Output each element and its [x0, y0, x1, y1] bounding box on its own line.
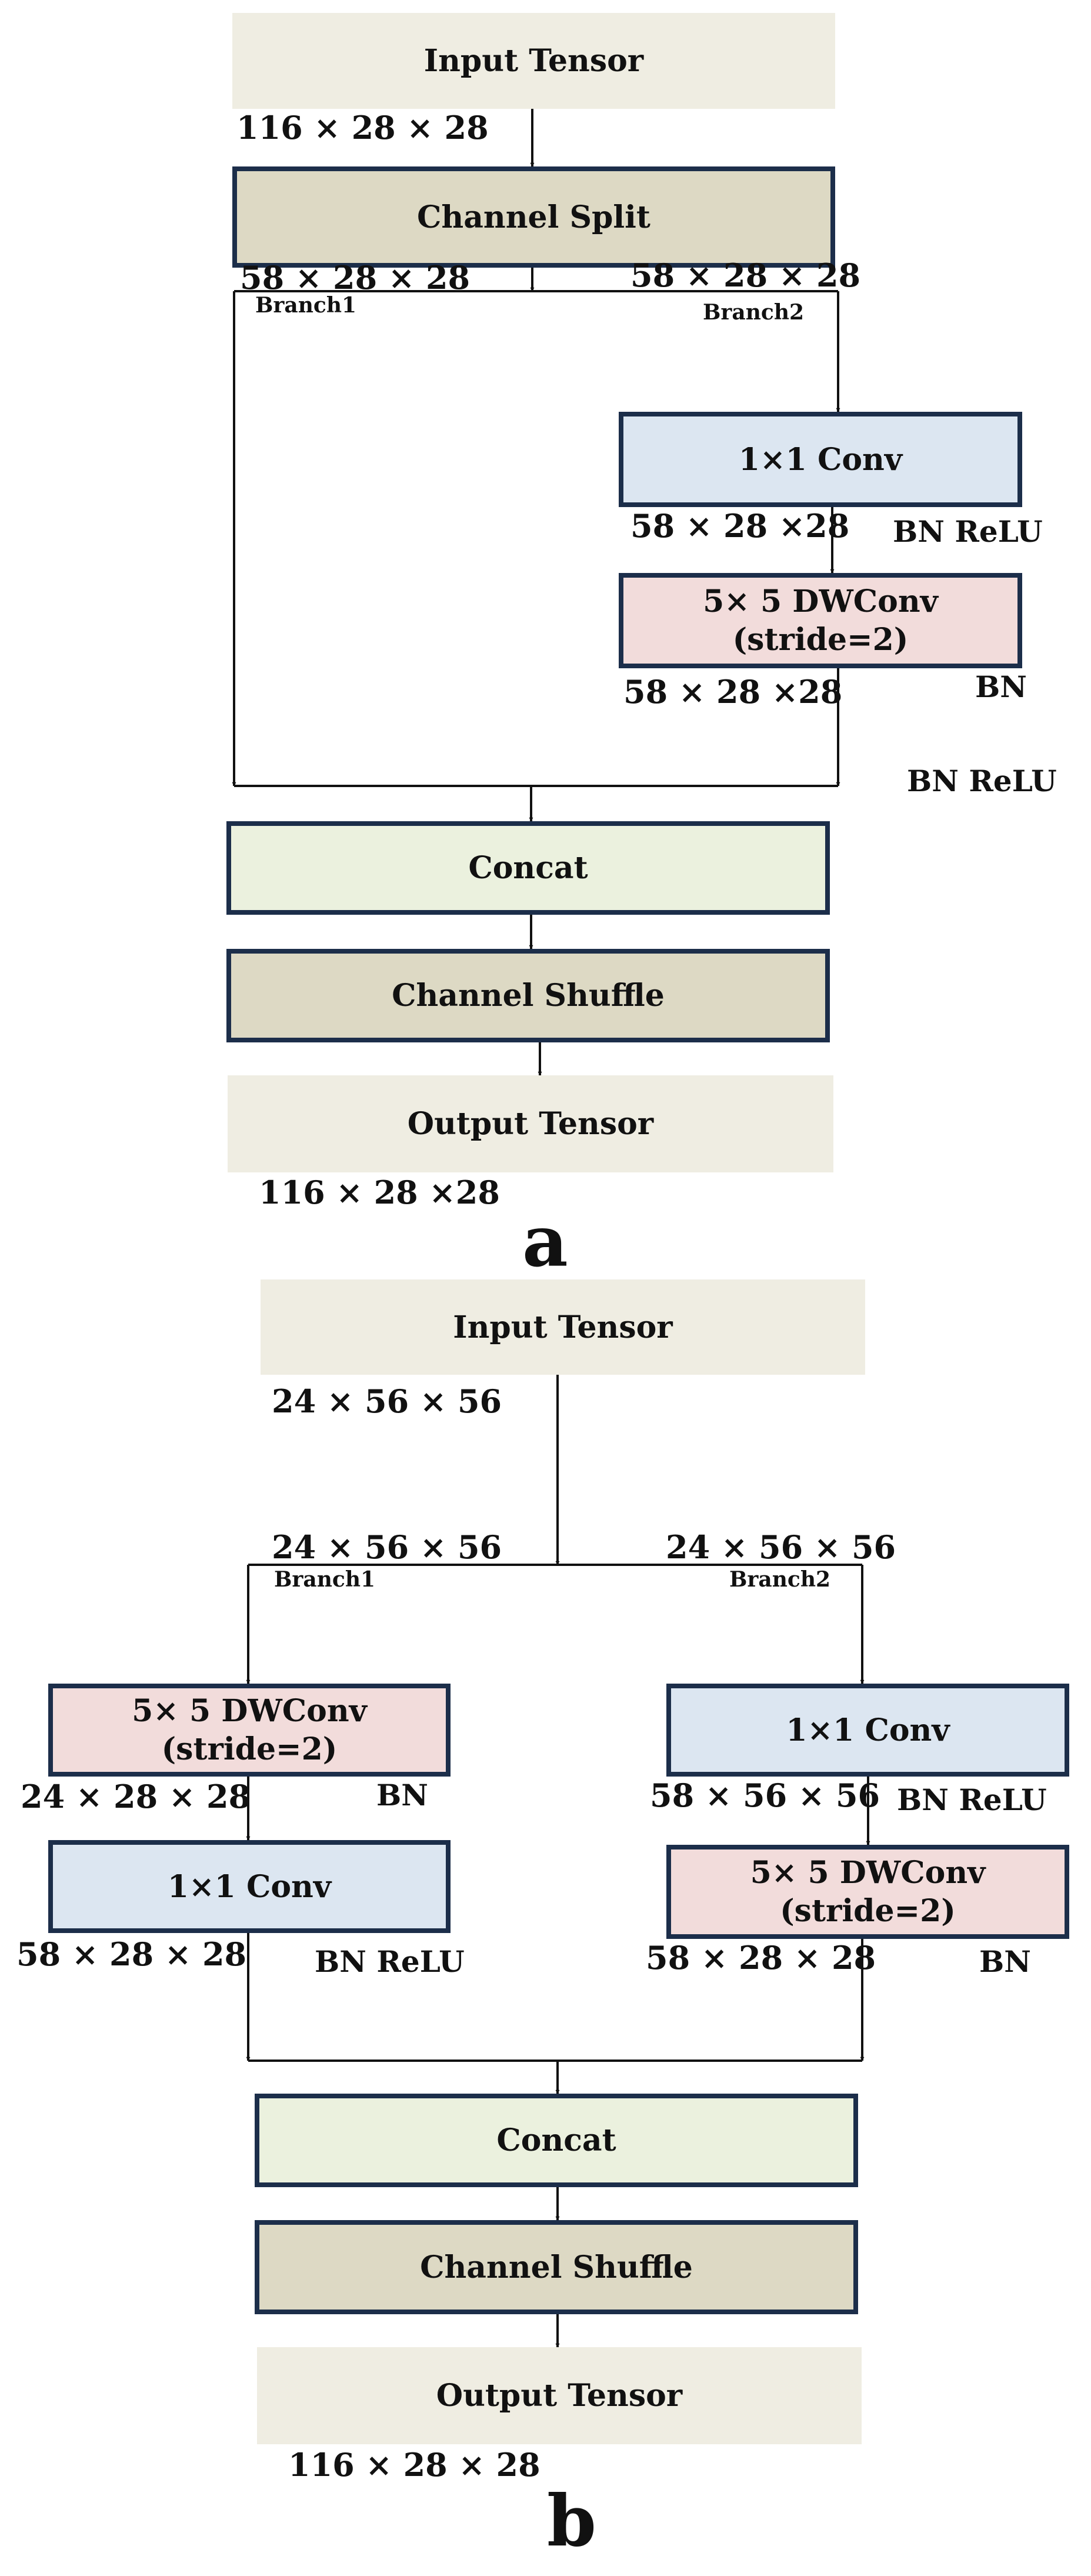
- b-input-tensor-label: Input Tensor: [453, 1309, 673, 1345]
- a-concat-box: Concat: [226, 821, 830, 915]
- b-right-conv1x1-label: 1×1 Conv: [786, 1712, 950, 1748]
- b-branch1-label: Branch1: [274, 1567, 376, 1592]
- a-bn: BN: [975, 669, 1027, 704]
- b-right-conv1x1-box: 1×1 Conv: [666, 1684, 1069, 1777]
- a-branch1-label: Branch1: [255, 293, 357, 318]
- b-left-dwconv-line2: (stride=2): [161, 1731, 338, 1767]
- a-dwconv-line2: (stride=2): [732, 622, 909, 658]
- a-input-tensor-label: Input Tensor: [423, 43, 644, 79]
- a-channel-shuffle-box: Channel Shuffle: [226, 949, 830, 1042]
- a-output-dim: 116 × 28 ×28: [259, 1174, 500, 1211]
- b-right-dwconv-box: 5× 5 DWConv (stride=2): [666, 1845, 1069, 1939]
- b-left-conv1x1-label: 1×1 Conv: [167, 1868, 332, 1905]
- a-concat-label: Concat: [468, 850, 588, 886]
- b-left-conv-out-dim: 58 × 28 × 28: [16, 1935, 247, 1973]
- a-caption: a: [522, 1200, 568, 1283]
- b-right-bn-relu: BN ReLU: [897, 1782, 1047, 1817]
- b-left-bn-relu: BN ReLU: [315, 1944, 465, 1979]
- b-left-dwconv-line1: 5× 5 DWConv: [132, 1693, 367, 1729]
- b-left-bn: BN: [376, 1778, 428, 1812]
- a-conv-out-dim: 58 × 28 ×28: [630, 507, 850, 545]
- a-branch2-dim: 58 × 28 × 28: [630, 256, 861, 294]
- b-input-dim: 24 × 56 × 56: [272, 1382, 502, 1420]
- a-input-dim: 116 × 28 × 28: [236, 109, 489, 146]
- b-channel-shuffle-box: Channel Shuffle: [255, 2220, 858, 2314]
- b-input-tensor-box: Input Tensor: [261, 1279, 865, 1375]
- b-right-dwconv-line1: 5× 5 DWConv: [750, 1855, 986, 1891]
- b-branch1-dim: 24 × 56 × 56: [272, 1528, 502, 1566]
- b-right-bn: BN: [979, 1944, 1031, 1979]
- b-concat-label: Concat: [496, 2122, 616, 2158]
- b-left-dw-out-dim: 24 × 28 × 28: [21, 1778, 251, 1815]
- b-branch2-dim: 24 × 56 × 56: [666, 1528, 896, 1566]
- a-channel-split-label: Channel Split: [417, 199, 650, 235]
- b-right-conv-out-dim: 58 × 56 × 56: [650, 1777, 880, 1814]
- a-conv1x1-label: 1×1 Conv: [738, 441, 903, 478]
- b-output-dim: 116 × 28 × 28: [288, 2446, 541, 2484]
- b-left-dwconv-box: 5× 5 DWConv (stride=2): [48, 1684, 451, 1777]
- a-branch2-label: Branch2: [703, 300, 805, 325]
- a-bn-relu-2: BN ReLU: [907, 764, 1057, 798]
- b-channel-shuffle-label: Channel Shuffle: [420, 2249, 693, 2285]
- a-conv1x1-box: 1×1 Conv: [619, 412, 1022, 507]
- b-left-conv1x1-box: 1×1 Conv: [48, 1840, 451, 1933]
- b-concat-box: Concat: [255, 2094, 858, 2187]
- a-dwconv-box: 5× 5 DWConv (stride=2): [619, 573, 1022, 668]
- a-channel-shuffle-label: Channel Shuffle: [392, 978, 665, 1014]
- a-output-tensor-box: Output Tensor: [228, 1075, 833, 1172]
- b-caption: b: [547, 2480, 596, 2562]
- a-bn-relu-1: BN ReLU: [893, 514, 1043, 549]
- b-output-tensor-box: Output Tensor: [257, 2347, 862, 2444]
- a-output-tensor-label: Output Tensor: [407, 1106, 654, 1142]
- a-dwconv-line1: 5× 5 DWConv: [703, 584, 938, 619]
- b-right-dwconv-line2: (stride=2): [780, 1893, 956, 1929]
- b-branch2-label: Branch2: [729, 1567, 831, 1592]
- a-branch1-dim: 58 × 28 × 28: [240, 259, 471, 296]
- b-right-dw-out-dim: 58 × 28 × 28: [646, 1939, 876, 1977]
- a-dw-out-dim: 58 × 28 ×28: [623, 673, 843, 711]
- a-channel-split-box: Channel Split: [232, 166, 835, 268]
- b-output-tensor-label: Output Tensor: [436, 2378, 683, 2414]
- a-input-tensor-box: Input Tensor: [232, 13, 835, 109]
